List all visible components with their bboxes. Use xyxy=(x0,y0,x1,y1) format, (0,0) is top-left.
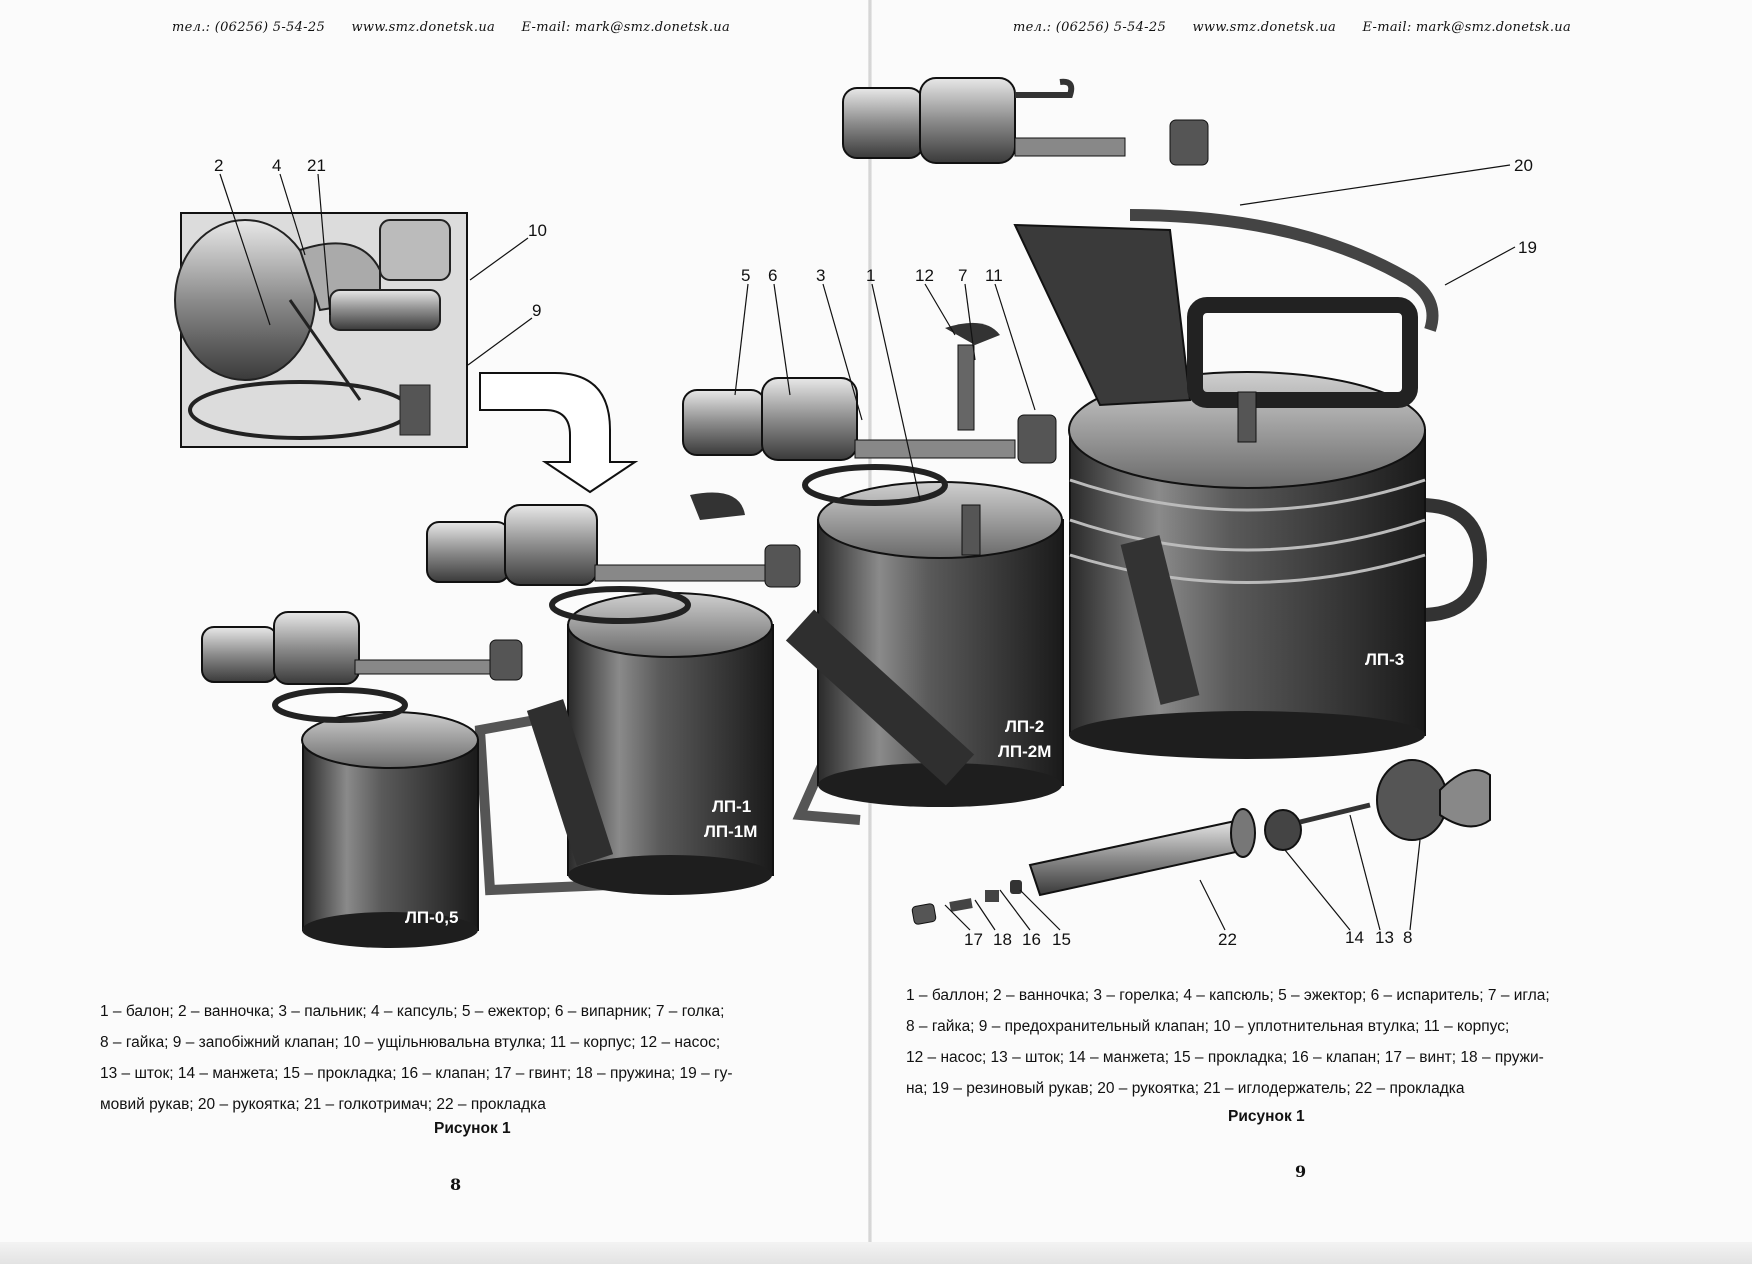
inset-detail xyxy=(174,212,468,448)
callout-9: 9 xyxy=(532,301,541,320)
torch-lp3: ЛП-3 xyxy=(842,77,1488,759)
callout-6: 6 xyxy=(768,266,777,285)
callout-5: 5 xyxy=(741,266,750,285)
callout-17: 17 xyxy=(964,930,983,949)
callout-3: 3 xyxy=(816,266,825,285)
model-label-lp05: ЛП-0,5 xyxy=(405,908,458,927)
callout-2: 2 xyxy=(214,156,223,175)
right-caption-line: 1 – баллон; 2 – ванночка; 3 – горелка; 4… xyxy=(906,987,1550,1004)
callout-15: 15 xyxy=(1052,930,1071,949)
left-header-phone: тел.: (06256) 5-54-25 xyxy=(172,20,326,35)
callout-21: 21 xyxy=(307,156,326,175)
right-caption-line: 12 – насос; 13 – шток; 14 – манжета; 15 … xyxy=(906,1049,1544,1066)
right-header-email[interactable]: E-mail: mark@smz.donetsk.ua xyxy=(1362,20,1572,35)
right-caption-line: на; 19 – резиновый рукав; 20 – рукоятка;… xyxy=(906,1080,1465,1097)
callout-22: 22 xyxy=(1218,930,1237,949)
right-header-site[interactable]: www.smz.donetsk.ua xyxy=(1192,20,1337,35)
callout-1: 1 xyxy=(866,266,875,285)
callout-18: 18 xyxy=(993,930,1012,949)
left-caption: 1 – балон; 2 – ванночка; 3 – пальник; 4 … xyxy=(100,996,840,1120)
right-page-number: 9 xyxy=(1295,1162,1307,1181)
callouts: 2 4 21 10 9 5 6 3 1 12 7 11 20 19 17 18 … xyxy=(214,156,1537,949)
left-page: тел.: (06256) 5-54-25 www.smz.donetsk.ua… xyxy=(0,0,870,1264)
callout-12: 12 xyxy=(915,266,934,285)
callout-16: 16 xyxy=(1022,930,1041,949)
leader-lines xyxy=(219,164,1516,931)
pump-parts xyxy=(911,759,1491,925)
left-caption-line: мовий рукав; 20 – рукоятка; 21 – голкотр… xyxy=(100,1096,546,1113)
right-header: тел.: (06256) 5-54-25 www.smz.donetsk.ua… xyxy=(1013,20,1593,35)
torch-lp1: ЛП-1 ЛП-1М xyxy=(426,492,801,896)
callout-8: 8 xyxy=(1403,928,1412,947)
callout-10: 10 xyxy=(528,221,547,240)
torch-lp05: ЛП-0,5 xyxy=(201,611,523,948)
model-label-lp2: ЛП-2 xyxy=(1005,717,1044,736)
callout-7: 7 xyxy=(958,266,967,285)
right-figure-title: Рисунок 1 xyxy=(1228,1108,1305,1125)
arrow-icon xyxy=(479,372,639,494)
callout-19: 19 xyxy=(1518,238,1537,257)
model-label-lp1m: ЛП-1М xyxy=(704,822,757,841)
callout-14: 14 xyxy=(1345,928,1364,947)
right-header-phone: тел.: (06256) 5-54-25 xyxy=(1013,20,1167,35)
callout-20: 20 xyxy=(1514,156,1533,175)
left-caption-line: 13 – шток; 14 – манжета; 15 – прокладка;… xyxy=(100,1065,733,1082)
callout-13: 13 xyxy=(1375,928,1394,947)
model-label-lp3: ЛП-3 xyxy=(1365,650,1404,669)
left-header: тел.: (06256) 5-54-25 www.smz.donetsk.ua… xyxy=(172,20,752,35)
left-page-number: 8 xyxy=(450,1175,462,1194)
right-page: тел.: (06256) 5-54-25 www.smz.donetsk.ua… xyxy=(870,0,1752,1264)
left-caption-line: 1 – балон; 2 – ванночка; 3 – пальник; 4 … xyxy=(100,1003,725,1020)
callout-11: 11 xyxy=(985,266,1003,285)
left-caption-line: 8 – гайка; 9 – запобіжний клапан; 10 – у… xyxy=(100,1034,721,1051)
left-figure-title: Рисунок 1 xyxy=(434,1120,511,1137)
right-caption: 1 – баллон; 2 – ванночка; 3 – горелка; 4… xyxy=(906,980,1726,1104)
left-header-site[interactable]: www.smz.donetsk.ua xyxy=(351,20,496,35)
scan-bottom-edge xyxy=(0,1242,1752,1264)
torch-lp2: ЛП-2 ЛП-2М xyxy=(682,322,1064,825)
left-header-email[interactable]: E-mail: mark@smz.donetsk.ua xyxy=(521,20,731,35)
model-label-lp1: ЛП-1 xyxy=(712,797,751,816)
model-label-lp2m: ЛП-2М xyxy=(998,742,1051,761)
right-caption-line: 8 – гайка; 9 – предохранительный клапан;… xyxy=(906,1018,1510,1035)
callout-4: 4 xyxy=(272,156,281,175)
